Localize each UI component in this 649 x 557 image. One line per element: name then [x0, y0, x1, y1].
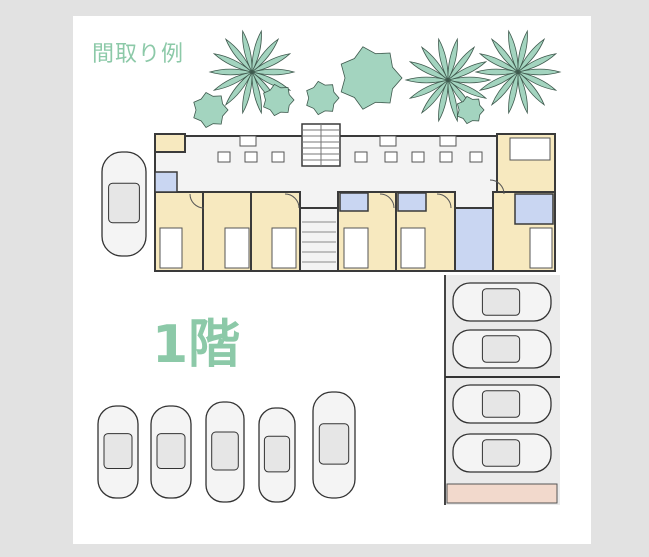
cars: [97, 151, 552, 503]
palm-tree-icon: [404, 37, 492, 123]
bath-4: [514, 193, 554, 225]
caption-title: 間取り例: [92, 42, 185, 67]
door-swing-icon: [284, 193, 300, 209]
building: [154, 123, 556, 272]
car-icon: [205, 401, 245, 503]
shrub-icon: [306, 80, 340, 116]
bed-icon: [509, 137, 551, 161]
car-icon: [452, 433, 552, 473]
entry: [154, 133, 186, 153]
bed-icon: [271, 227, 297, 269]
bed-icon: [224, 227, 250, 269]
shrub-icon: [263, 83, 295, 117]
car-icon: [312, 391, 356, 499]
door-swing-icon: [379, 193, 395, 209]
car-icon: [150, 405, 192, 499]
landscape-trees: [193, 29, 562, 129]
bench: [446, 483, 558, 504]
bed-icon: [343, 227, 369, 269]
palm-tree-icon: [474, 29, 562, 115]
window-units: [217, 135, 483, 163]
car-icon: [452, 384, 552, 424]
car-icon: [452, 282, 552, 322]
shrub-icon: [456, 95, 485, 125]
bath-3: [397, 192, 427, 212]
stair-hatch: [302, 221, 336, 263]
bed-icon: [400, 227, 426, 269]
bath-2: [339, 192, 369, 212]
door-swing-icon: [436, 193, 452, 209]
floor-label: 1階: [152, 315, 241, 375]
door-swing-icon: [189, 193, 205, 209]
bed-icon: [159, 227, 183, 269]
bath-1: [154, 171, 178, 193]
car-icon: [452, 329, 552, 369]
door-swing-icon: [489, 179, 505, 195]
shrub-icon: [193, 91, 229, 129]
stair-icon: [301, 123, 341, 167]
car-icon: [97, 405, 139, 499]
palm-tree-icon: [208, 29, 296, 115]
bed-icon: [529, 227, 553, 269]
bath-room: [454, 207, 494, 272]
car-icon: [258, 407, 296, 503]
car-icon: [101, 151, 147, 257]
stair-hall: [299, 207, 339, 272]
shrub-icon: [340, 46, 403, 110]
